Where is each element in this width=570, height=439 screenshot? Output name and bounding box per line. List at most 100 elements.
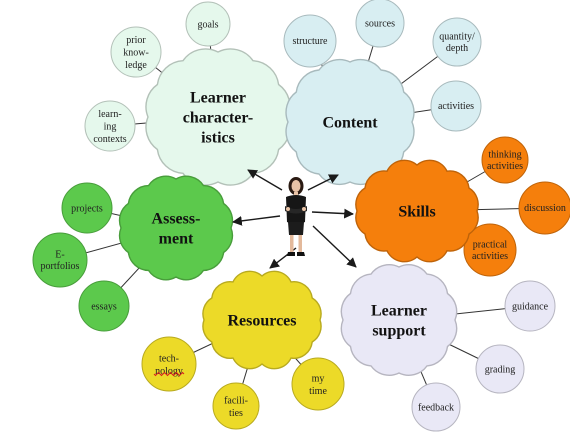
content-leaf-circle [432, 17, 482, 67]
learner-support-leaf-circle [504, 280, 556, 332]
teacher-figure-icon [285, 177, 307, 256]
learner-characteristics-leaf-label-line: know- [123, 48, 149, 59]
learner-support-cloud: Learner support [340, 264, 458, 376]
skills-leaf: discussion [518, 181, 570, 235]
learner-characteristics-cloud: Learner character-istics [145, 48, 291, 186]
figure-face [291, 180, 301, 192]
skills-cloud-shape [355, 159, 479, 263]
learner-support-leaf-label-line: feedback [418, 403, 454, 414]
skills-leaf-label-line: thinking [488, 150, 521, 161]
learner-characteristics-label: Learner character-istics [183, 90, 253, 147]
resources-label-line: Resources [227, 313, 296, 330]
skills-leaf-circle [518, 181, 570, 235]
content-leaf-label: sources [365, 19, 395, 30]
content-leaf-label-line: structure [293, 36, 329, 47]
figure-shoe-right [297, 252, 305, 256]
learner-characteristics-leaf: goals [185, 1, 231, 47]
learner-characteristics-leaf-circle [110, 26, 162, 78]
learner-support-leaf: feedback [411, 382, 461, 432]
resources-leaf: tech-nology [141, 336, 197, 392]
assessment-leaf: projects [61, 182, 113, 234]
skills-label-line: Skills [398, 204, 435, 221]
assessment-leaf-label-line: portfolios [41, 261, 80, 272]
resources-leaf-circle [141, 336, 197, 392]
assessment-label-line: ment [159, 231, 194, 248]
learner-support-label-line: support [372, 323, 426, 340]
content-leaf: activities [430, 80, 482, 132]
content-leaf-circle [283, 14, 337, 68]
resources-leaf-label-line: my [312, 373, 325, 384]
learner-characteristics-leaf-label-line: prior [126, 35, 146, 46]
assessment-leaf-circle [32, 232, 88, 288]
resources-leaf: facili-ties [212, 382, 260, 430]
arrow-to-cloud [307, 174, 339, 191]
resources-leaf-label-line: nology [155, 366, 183, 377]
skills-leaf-circle [463, 223, 517, 277]
learner-characteristics-leaf-circle [84, 100, 136, 152]
skills-leaf-label-line: activities [487, 161, 523, 172]
arrow-to-cloud [232, 215, 281, 226]
learner-characteristics-cloud-shape [145, 48, 291, 186]
figure-shoe-left [287, 252, 295, 256]
learner-characteristics-leaf-label-line: goals [197, 20, 218, 31]
content-leaf-label-line: sources [365, 19, 395, 30]
arrow-to-cloud [247, 169, 283, 191]
learner-support-leaf: grading [475, 344, 525, 394]
content-leaf-circle [355, 0, 405, 48]
learner-characteristics-label-line: istics [201, 130, 235, 147]
assessment-leaf-label: E-portfolios [41, 250, 80, 272]
assessment-leaf: E-portfolios [32, 232, 88, 288]
content-label-line: Content [322, 115, 378, 132]
learner-support-leaf-label: feedback [418, 403, 454, 414]
skills-leaf-circle [481, 136, 529, 184]
resources-leaf-label: tech-nology [155, 353, 183, 377]
figure-skirt [288, 222, 304, 235]
spellcheck-underline [153, 371, 185, 377]
content-leaf: structure [283, 14, 337, 68]
skills-cloud: Skills [355, 159, 479, 263]
skills-label: Skills [398, 204, 435, 221]
learner-characteristics-label-line: character- [183, 110, 253, 127]
content-leaf-label: structure [293, 36, 329, 47]
learner-support-label-line: Learner [371, 303, 427, 320]
assessment-label-line: Assess- [152, 211, 201, 228]
content-leaf-label-line: activities [438, 101, 474, 112]
assessment-cloud-shape [118, 175, 234, 281]
skills-leaf-label-line: discussion [524, 203, 566, 214]
learner-support-leaf-label-line: grading [485, 365, 516, 376]
learner-characteristics-label-line: Learner [190, 90, 246, 107]
figure-leg-left [290, 235, 294, 252]
content-leaf-label-line: quantity/ [439, 32, 475, 43]
resources-cloud: Resources [202, 270, 322, 370]
learner-characteristics-leaf: prior know-ledge [110, 26, 162, 78]
assessment-leaf: essays [78, 280, 130, 332]
content-leaf-label: quantity/depth [439, 32, 475, 54]
assessment-cloud: Assess-ment [118, 175, 234, 281]
content-label: Content [322, 115, 378, 132]
assessment-leaf-circle [61, 182, 113, 234]
figure-neck [294, 192, 298, 196]
assessment-leaf-label-line: projects [71, 204, 103, 215]
learner-characteristics-leaf-label: goals [197, 20, 218, 31]
content-leaf-label-line: depth [446, 43, 468, 54]
learner-characteristics-leaf-label-line: ledge [125, 60, 147, 71]
assessment-leaf-label: essays [91, 302, 117, 313]
content-leaf: quantity/depth [432, 17, 482, 67]
content-cloud-shape [285, 58, 415, 186]
assessment-leaf-label-line: essays [91, 302, 117, 313]
resources-label: Resources [227, 313, 296, 330]
arrow-to-cloud [312, 225, 357, 268]
content-cloud: Content [285, 58, 415, 186]
learner-support-leaf-label-line: guidance [512, 302, 549, 313]
learner-characteristics-leaf-label-line: contexts [93, 134, 126, 145]
assessment-leaf-label-line: E- [55, 250, 64, 261]
learner-support-leaf-label: grading [485, 365, 516, 376]
